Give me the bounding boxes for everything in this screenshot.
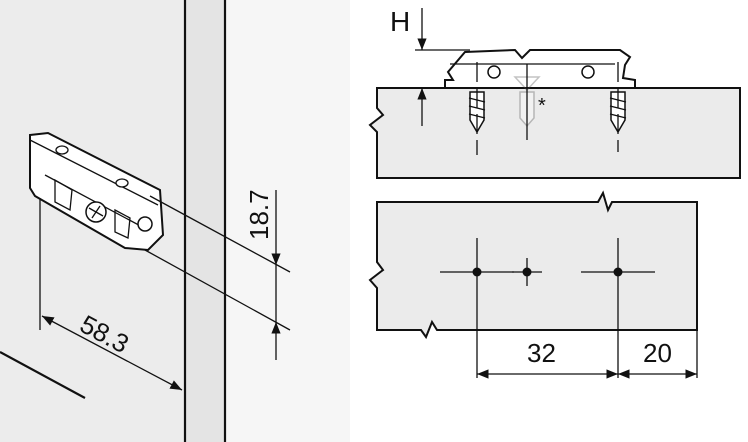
perspective-view: 58.3 18.7 (0, 0, 350, 442)
drilling-plan-view: 32 20 (368, 190, 698, 379)
drill-hole-marker (512, 258, 542, 286)
drill-hole-marker (581, 238, 655, 378)
side-section-view: * H (368, 6, 741, 179)
width-dimension-line (41, 315, 183, 391)
screw-head-icon (137, 216, 153, 232)
drill-hole-marker (440, 238, 514, 378)
screw-note-asterisk: * (538, 95, 546, 117)
mounting-plate-side (444, 48, 636, 89)
screw-icon (609, 62, 627, 152)
edge-distance-label: 20 (643, 338, 672, 368)
mounting-plate (29, 131, 165, 252)
height-dimension-label: 18.7 (244, 189, 274, 240)
screw-icon (468, 62, 486, 155)
hole-spacing-label: 32 (527, 338, 556, 368)
height-label-H: H (390, 6, 410, 37)
